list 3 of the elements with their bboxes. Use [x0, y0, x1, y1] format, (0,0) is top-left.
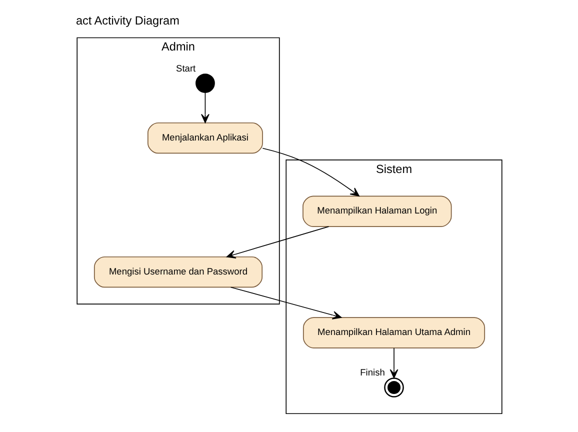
node-label: Finish	[360, 368, 384, 378]
node-label: Start	[176, 63, 196, 74]
diagram-title: act Activity Diagram	[75, 14, 179, 28]
